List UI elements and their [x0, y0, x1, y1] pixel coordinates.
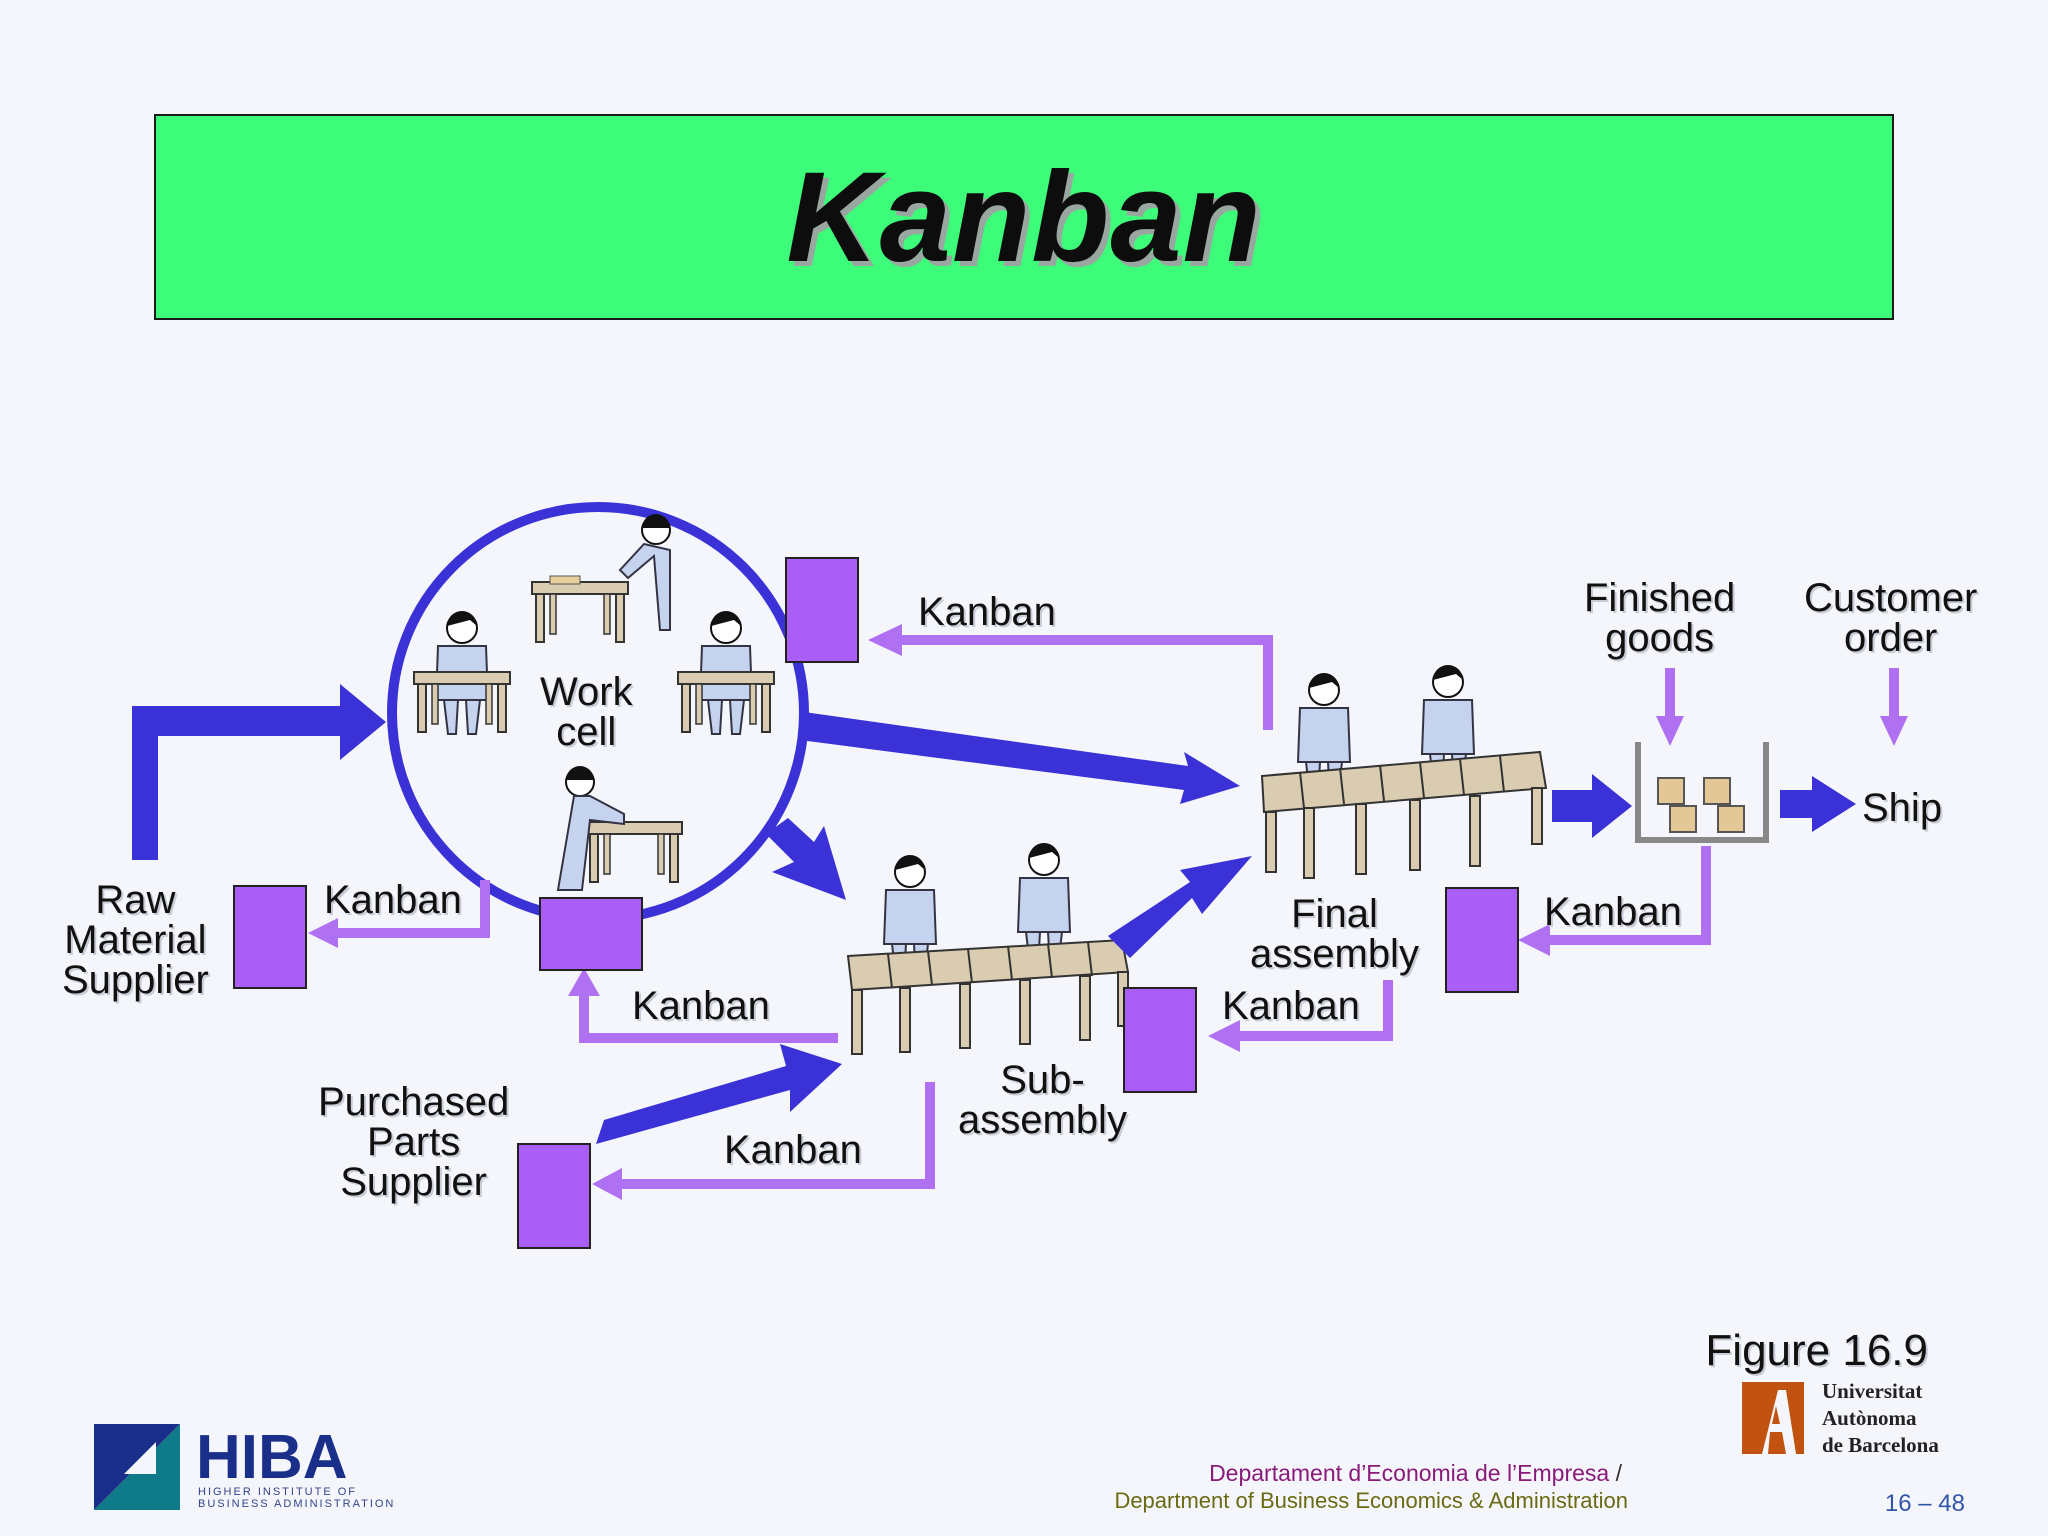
purchased-line1: Purchased [318, 1080, 510, 1124]
subassembly-line1: Sub- [1000, 1058, 1085, 1102]
work-cell-to-final-assembly-arrow [800, 712, 1240, 804]
hiba-logo: HIBA [94, 1423, 348, 1510]
purchased-parts-supplier-label: Purchased Parts Supplier [318, 1082, 509, 1202]
kanban-label-work-cell: Kanban [632, 984, 770, 1028]
subassembly-line2: assembly [958, 1098, 1127, 1142]
raw-material-line3: Supplier [62, 958, 209, 1002]
subassembly-table [846, 938, 1130, 1055]
final-to-workcell-kanban-arrow [900, 635, 1273, 730]
kanban-card-subassembly [1123, 987, 1197, 1093]
work-cell-label-line2: cell [556, 710, 617, 754]
final-assembly-label: Final assembly [1250, 894, 1419, 974]
department-english: Department of Business Economics & Admin… [1114, 1488, 1628, 1513]
ship-label: Ship [1862, 786, 1943, 830]
hiba-sub-line2: BUSINESS ADMINISTRATION [198, 1498, 396, 1510]
final-to-subassembly-kanban-arrow [1236, 980, 1393, 1041]
uab-line1: Universitat [1822, 1379, 1923, 1403]
workcell-to-raw-kanban-arrow [330, 880, 490, 938]
flow-arrows [132, 684, 1856, 1144]
final-assembly-line1: Final [1291, 892, 1378, 936]
bin-to-ship-arrow [1780, 776, 1856, 832]
work-cell-worker-bottom [556, 766, 683, 891]
subassembly-label: Sub- assembly [958, 1060, 1127, 1140]
department-catalan-text: Departament d’Economia de l’Empresa [1209, 1460, 1610, 1486]
kanban-label-subassembly: Kanban [1222, 984, 1360, 1028]
kanban-card-top [785, 557, 859, 663]
raw-material-to-work-cell-arrow [132, 684, 386, 860]
raw-material-supplier-label: Raw Material Supplier [62, 880, 209, 1000]
finished-goods-label: Finished goods [1584, 578, 1735, 658]
kanban-card-work-cell [539, 897, 643, 971]
purchased-to-subassembly-arrow [596, 1044, 842, 1144]
finished-goods-line2: goods [1605, 616, 1715, 660]
kanban-card-final [1445, 887, 1519, 993]
uab-name: Universitat Autònoma de Barcelona [1822, 1378, 1939, 1459]
hiba-subtitle: HIGHER INSTITUTE OF BUSINESS ADMINISTRAT… [198, 1486, 395, 1510]
subassembly-to-purchased-kanban-arrow [616, 1082, 935, 1189]
purchased-line3: Supplier [340, 1160, 487, 1204]
subassembly-to-workcell-kanban-arrow [579, 990, 838, 1043]
final-assembly-line2: assembly [1250, 932, 1419, 976]
bin-to-final-kanban-arrow [1546, 846, 1711, 945]
kanban-label-top: Kanban [918, 590, 1056, 634]
kanban-card-raw-material [233, 885, 307, 989]
slide-title: Kanban [786, 145, 1262, 289]
department-slash: / [1615, 1460, 1622, 1486]
page-number: 16 – 48 [1884, 1490, 1965, 1517]
customer-order-label: Customer order [1804, 578, 1977, 658]
kanban-label-raw-material: Kanban [324, 878, 462, 922]
customer-order-line1: Customer [1804, 576, 1978, 620]
customer-order-line2: order [1844, 616, 1938, 660]
uab-line3: de Barcelona [1822, 1433, 1939, 1457]
kanban-label-purchased: Kanban [724, 1128, 862, 1172]
uab-line2: Autònoma [1822, 1406, 1917, 1430]
work-cell-label-line1: Work [540, 670, 633, 714]
uab-logo [1742, 1382, 1804, 1454]
kanban-arrows [330, 635, 1899, 1189]
kanban-card-purchased [517, 1143, 591, 1249]
kanban-arrowheads [308, 624, 1908, 1200]
work-cell-to-subassembly-arrow [766, 818, 846, 900]
kanban-label-finished: Kanban [1544, 890, 1682, 934]
final-assembly-to-bin-arrow [1552, 774, 1632, 838]
kanban-cards [233, 557, 1519, 1249]
raw-material-line2: Material [64, 918, 207, 962]
final-assembly-table [1260, 750, 1548, 879]
raw-material-line1: Raw [95, 878, 176, 922]
work-cell-worker-top [531, 514, 671, 643]
title-banner: Kanban [154, 114, 1894, 320]
figure-label: Figure 16.9 [1705, 1326, 1928, 1375]
hiba-sub-line1: HIGHER INSTITUTE OF [198, 1486, 357, 1498]
finished-goods-line1: Finished [1584, 576, 1736, 620]
finished-goods-bin [1635, 742, 1769, 843]
work-cell-label: Work cell [540, 672, 633, 752]
purchased-line2: Parts [366, 1120, 461, 1164]
department-catalan: Departament d’Economia de l’Empresa / [1209, 1460, 1622, 1487]
subassembly-to-final-assembly-arrow [1108, 856, 1252, 958]
hiba-wordmark: HIBA [196, 1423, 348, 1492]
